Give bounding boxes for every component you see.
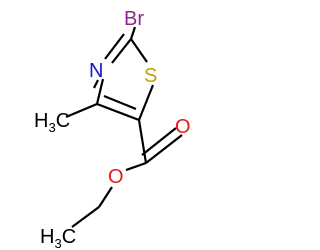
methyl-ethyl-h: H	[40, 226, 54, 248]
sulfur-label: S	[144, 65, 157, 87]
bond-n3-c4-main	[95, 78, 105, 105]
oxygen-carbonyl-label: O	[175, 116, 191, 138]
bond-c4-methyl	[65, 102, 98, 119]
bond-c4-c5-double	[103, 94, 137, 111]
bromine-label: Br	[124, 8, 144, 30]
atom-labels: Br N S H3C O O H3C	[34, 8, 191, 250]
methyl-ethyl-subscript: 3	[54, 236, 61, 250]
methyl-ethyl-label: H3C	[40, 226, 76, 250]
bond-c4-c5	[96, 102, 140, 122]
methyl-ring-h: H	[34, 110, 48, 132]
bond-oester-ch2	[98, 186, 113, 208]
bonds	[65, 26, 183, 228]
bond-c2-s1	[130, 38, 148, 63]
methyl-ethyl-c: C	[62, 226, 76, 248]
methyl-ring-c: C	[56, 110, 70, 132]
bond-c5-carbonyl	[137, 119, 148, 164]
bond-n3-c4	[93, 79, 99, 89]
bond-c2-n3	[111, 38, 132, 64]
nitrogen-label: N	[89, 60, 103, 82]
bond-c5-s1	[137, 84, 155, 121]
thiazole-ester-structure: Br N S H3C O O H3C	[34, 8, 191, 250]
bond-c2-br	[129, 26, 137, 40]
bond-carbonyl-o	[145, 134, 183, 164]
bond-carbonyl-o-double	[141, 127, 177, 156]
oxygen-ester-label: O	[108, 166, 124, 188]
bond-ch2-ch3	[71, 206, 100, 228]
methyl-ring-label: H3C	[34, 110, 70, 135]
bond-carbonyl-oester	[125, 161, 147, 172]
bond-c2-n3-double	[104, 33, 125, 60]
methyl-ring-subscript: 3	[48, 120, 55, 135]
